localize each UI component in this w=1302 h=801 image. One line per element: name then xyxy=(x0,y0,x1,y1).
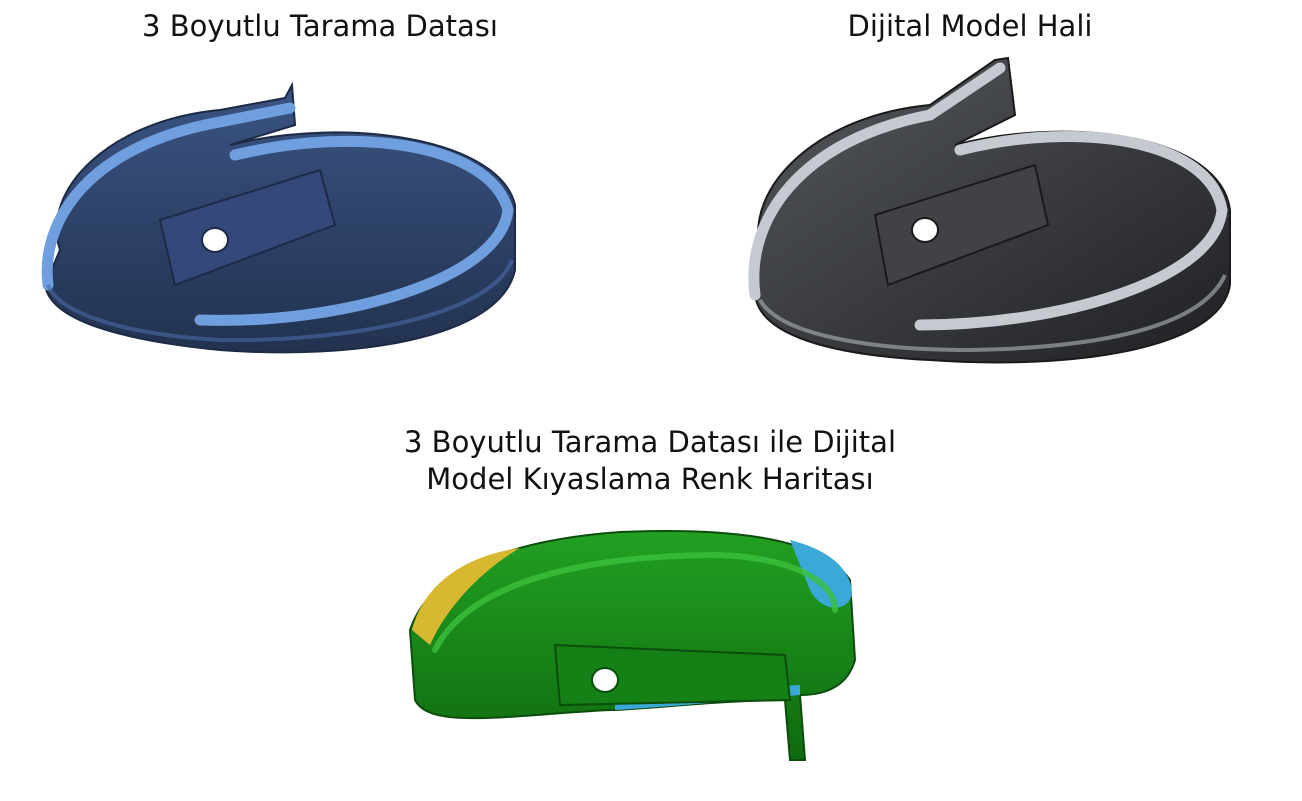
map-ring-shape xyxy=(408,530,857,761)
scan-data-caption: 3 Boyutlu Tarama Datası xyxy=(142,9,498,43)
comparison-color-map-ring-image xyxy=(408,530,857,761)
model-hole-icon xyxy=(911,217,939,243)
map-hole-icon xyxy=(591,667,619,693)
scan-data-ring-image xyxy=(41,81,516,354)
map-yellow-zone xyxy=(412,548,520,645)
map-cyan-zone-top xyxy=(790,540,852,608)
scan-hole-icon xyxy=(201,227,229,253)
scan-ring-shape xyxy=(41,81,516,354)
model-ring-shape xyxy=(748,56,1231,364)
comparison-map-caption-line1: 3 Boyutlu Tarama Datası ile Dijital xyxy=(404,425,896,459)
digital-model-caption: Dijital Model Hali xyxy=(847,9,1093,43)
comparison-map-caption-line2: Model Kıyaslama Renk Haritası xyxy=(426,462,874,496)
comparison-map-caption: 3 Boyutlu Tarama Datası ile Dijital Mode… xyxy=(330,424,970,498)
digital-model-ring-image xyxy=(748,56,1231,364)
